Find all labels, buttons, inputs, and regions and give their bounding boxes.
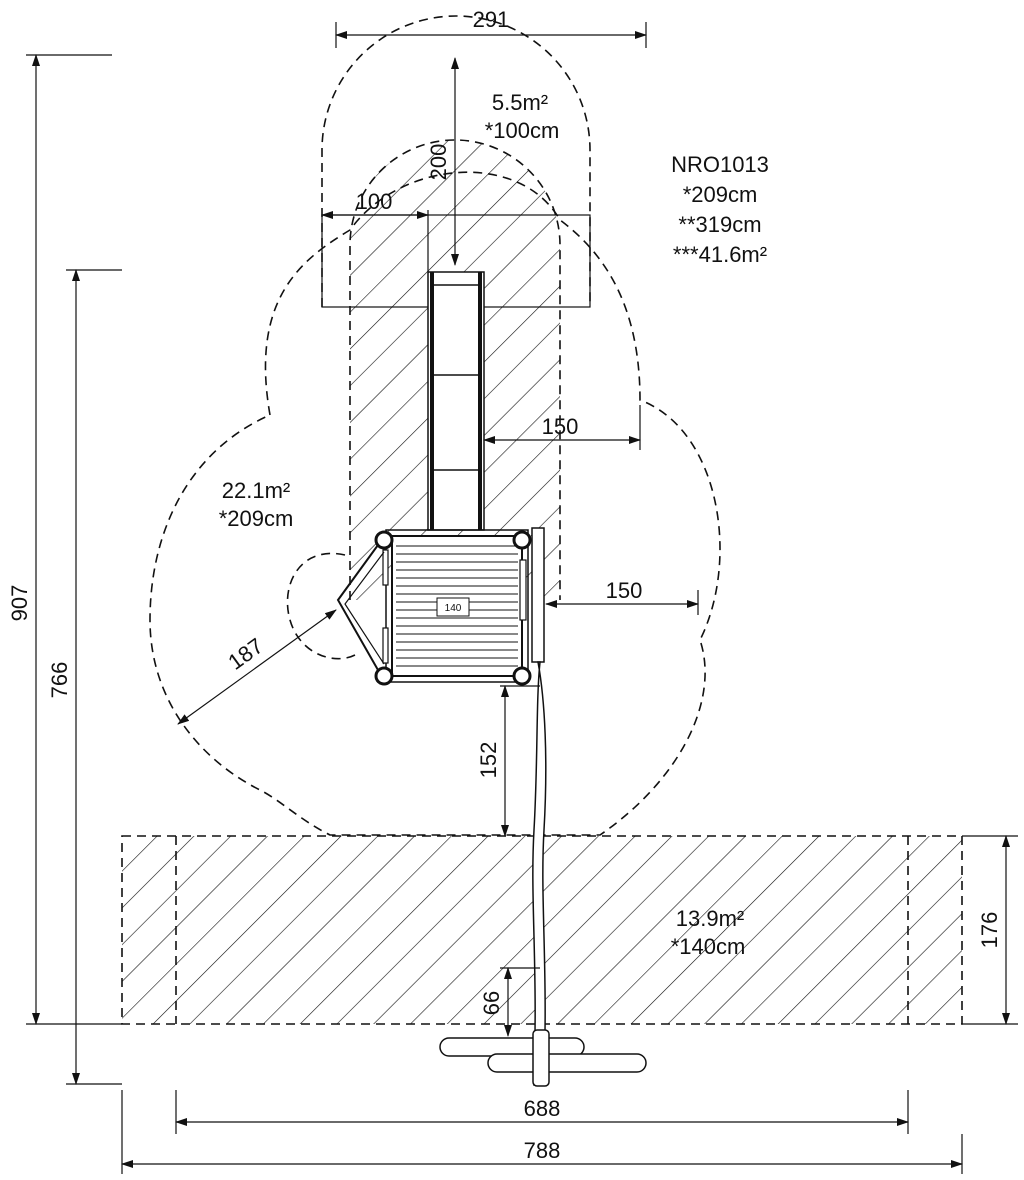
- left-zone-fall: *209cm: [219, 506, 294, 531]
- top-zone-outline: [321, 15, 591, 307]
- left-bubble-outline: [286, 552, 356, 660]
- product-fall-height: *209cm: [683, 182, 758, 207]
- dim-150-upper: 150: [483, 405, 641, 450]
- svg-text:788: 788: [524, 1138, 561, 1163]
- log-base: [439, 1029, 647, 1087]
- dim-187: 187: [177, 609, 337, 725]
- dim-788: 788: [121, 1090, 963, 1174]
- svg-text:152: 152: [476, 742, 501, 779]
- svg-text:100: 100: [356, 189, 393, 214]
- dim-152: 152: [476, 685, 540, 837]
- left-zone-area: 22.1m²: [222, 478, 290, 503]
- dim-66: 66: [479, 967, 540, 1037]
- svg-text:150: 150: [606, 578, 643, 603]
- product-code: NRO1013: [671, 152, 769, 177]
- product-total-area: ***41.6m²: [673, 242, 767, 267]
- platform-label: 140: [445, 603, 462, 614]
- dim-150-lower: 150: [545, 578, 699, 615]
- dim-176: 176: [962, 835, 1018, 1025]
- svg-text:187: 187: [223, 633, 267, 675]
- top-zone-area: 5.5m²: [492, 90, 548, 115]
- pole-post: [531, 527, 547, 1086]
- bottom-zone-area: 13.9m²: [676, 906, 744, 931]
- ladder: [427, 271, 485, 531]
- svg-text:907: 907: [7, 585, 32, 622]
- svg-text:176: 176: [977, 912, 1002, 949]
- platform: 140: [374, 529, 532, 686]
- product-free-height: **319cm: [678, 212, 761, 237]
- dim-100: 100: [321, 189, 429, 272]
- svg-text:150: 150: [542, 414, 579, 439]
- bottom-zone-fall: *140cm: [671, 934, 746, 959]
- dim-688: 688: [175, 1090, 909, 1134]
- top-zone-fall: *100cm: [485, 118, 560, 143]
- dim-200: 200: [426, 57, 459, 266]
- dim-907: 907: [7, 54, 122, 1025]
- svg-text:688: 688: [524, 1096, 561, 1121]
- dim-291: 291: [335, 7, 647, 48]
- svg-text:200: 200: [426, 144, 451, 181]
- svg-text:66: 66: [479, 991, 504, 1015]
- side-rail: [336, 544, 385, 671]
- svg-text:291: 291: [473, 7, 510, 32]
- dim-766: 766: [47, 269, 122, 1085]
- svg-text:766: 766: [47, 662, 72, 699]
- slide-channel-outline: [349, 139, 561, 600]
